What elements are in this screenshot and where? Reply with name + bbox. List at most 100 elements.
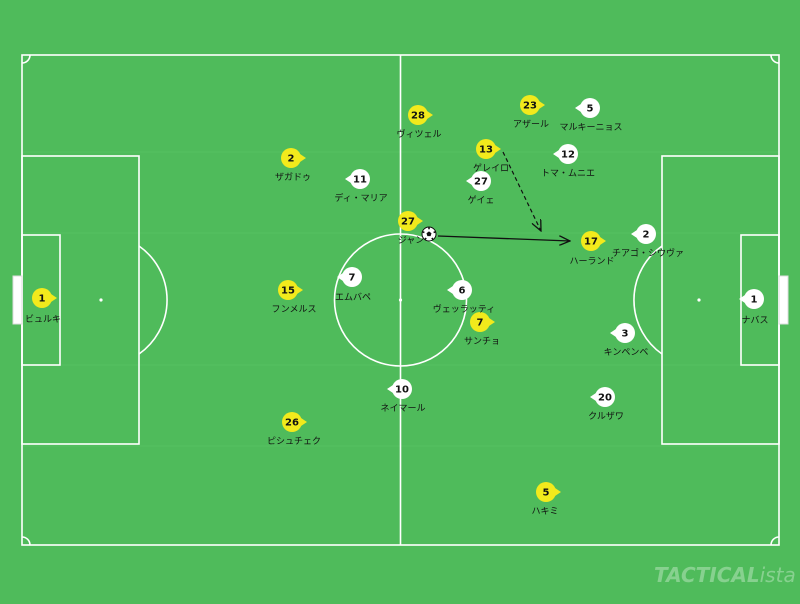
player-number: 3 (622, 329, 629, 340)
player-token (408, 105, 428, 125)
facing-tab (300, 154, 306, 162)
brand-watermark: TACTICALista (654, 563, 796, 587)
player-marker[interactable]: 6 ヴェッラッティ (433, 280, 495, 315)
player-name: ディ・マリア (334, 192, 387, 204)
player-token (452, 280, 472, 300)
player-number: 23 (523, 101, 537, 112)
player-marker[interactable]: 11 ディ・マリア (334, 169, 388, 204)
player-number: 2 (643, 230, 650, 241)
facing-tab (489, 318, 495, 326)
player-token (595, 387, 615, 407)
facing-tab (387, 385, 393, 393)
player-token (520, 95, 540, 115)
player-number: 1 (39, 294, 46, 305)
facing-tab (495, 145, 501, 153)
player-token (398, 211, 418, 231)
player-token (476, 139, 496, 159)
facing-tab (337, 273, 343, 281)
player-name: ザガドゥ (275, 172, 311, 183)
player-number: 5 (587, 104, 594, 115)
right-penalty-arc (633, 245, 663, 355)
player-marker[interactable]: 20 クルザワ (588, 387, 624, 422)
run-arrow-dashed (502, 151, 541, 231)
player-name: キンペンベ (604, 348, 649, 358)
player-marker[interactable]: 5 マルキーニョス (559, 98, 623, 133)
player-name: ゲイェ (468, 194, 495, 206)
facing-tab (427, 111, 433, 119)
facing-tab (301, 418, 307, 426)
player-name: エムバペ (335, 292, 371, 303)
player-number: 17 (584, 237, 598, 248)
left-penalty-spot (99, 298, 103, 302)
facing-tab (417, 217, 423, 225)
player-number: 6 (459, 286, 466, 297)
player-name: ヴェッラッティ (433, 303, 495, 315)
player-number: 26 (285, 418, 299, 429)
player-name: ハーランド (569, 256, 614, 267)
player-name: トマ・ムニエ (541, 168, 595, 179)
player-marker[interactable]: 5 ハキミ (531, 482, 561, 517)
pitch-markings (21, 54, 780, 546)
facing-tab (610, 329, 616, 337)
player-marker[interactable]: 27 ゲイェ (466, 171, 494, 206)
player-name: ネイマール (380, 403, 425, 414)
ball[interactable] (421, 226, 437, 242)
player-token (744, 289, 764, 309)
facing-tab (590, 393, 596, 401)
player-number: 27 (474, 177, 488, 188)
brand-suffix: ista (760, 563, 796, 587)
corner-arc-tr (770, 54, 780, 64)
player-token (282, 412, 302, 432)
player-marker[interactable]: 1 ビュルキ (25, 288, 61, 325)
player-number: 27 (401, 217, 415, 228)
player-name: ナバス (741, 315, 768, 326)
right-goal (778, 275, 789, 325)
player-token (471, 171, 491, 191)
player-number: 11 (353, 175, 367, 186)
player-name: ビュルキ (25, 314, 61, 325)
player-marker[interactable]: 3 キンペンベ (604, 323, 649, 358)
player-number: 20 (598, 393, 612, 404)
facing-tab (539, 101, 545, 109)
center-circle (333, 233, 468, 367)
player-number: 5 (543, 488, 550, 499)
facing-tab (739, 295, 745, 303)
facing-tab (447, 286, 453, 294)
player-token (615, 323, 635, 343)
player-name: クルザワ (588, 411, 624, 422)
player-name: ヴィツェル (396, 128, 441, 140)
corner-arc-br (770, 536, 780, 546)
player-name: フンメルス (272, 305, 317, 315)
player-marker[interactable]: 10 ネイマール (380, 379, 426, 414)
facing-tab (575, 104, 581, 112)
player-name: マルキーニョス (559, 123, 622, 133)
player-token (558, 144, 578, 164)
player-number: 10 (395, 385, 409, 396)
corner-arc-bl (21, 536, 31, 546)
player-token (580, 98, 600, 118)
player-name: ハキミ (531, 507, 558, 517)
facing-tab (600, 237, 606, 245)
player-token (581, 231, 601, 251)
player-name: サンチョ (464, 336, 500, 347)
player-token (350, 169, 370, 189)
facing-tab (553, 150, 559, 158)
player-token (281, 148, 301, 168)
facing-tab (466, 177, 472, 185)
player-marker[interactable]: 17 ハーランド (569, 231, 615, 267)
left-goal (12, 275, 23, 325)
